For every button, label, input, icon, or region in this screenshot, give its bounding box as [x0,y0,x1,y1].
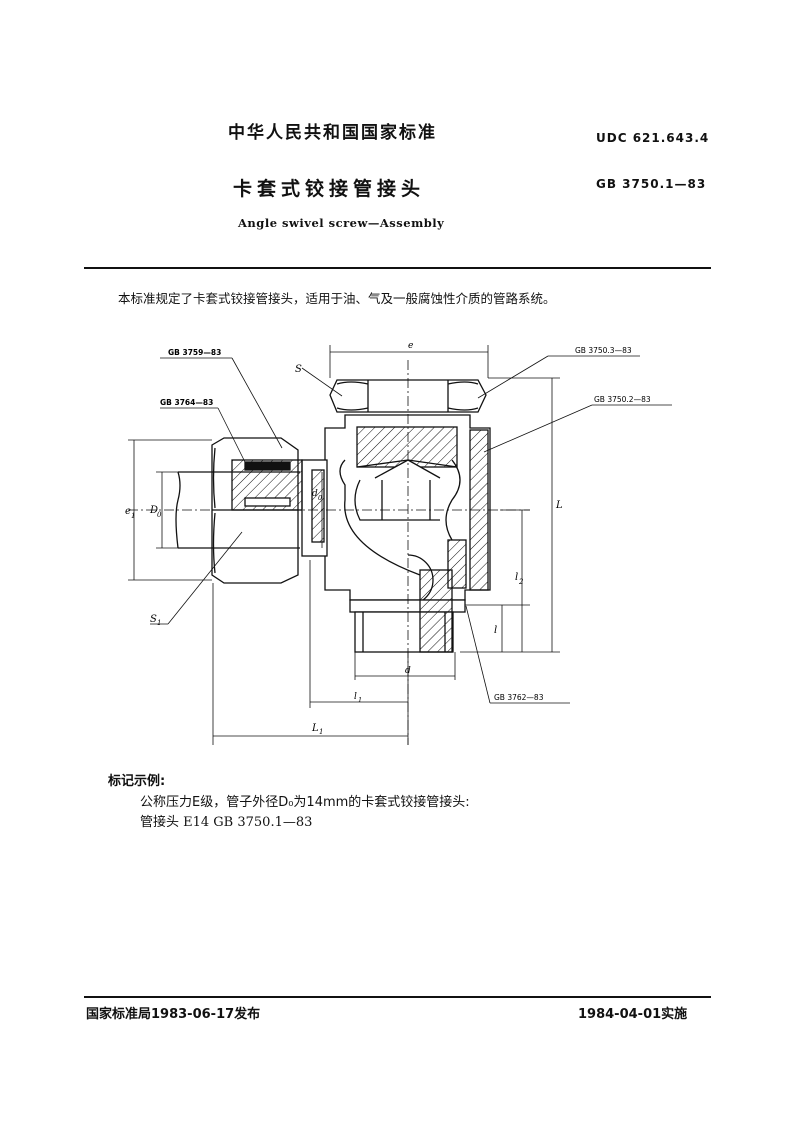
dim-d0-small-sub: 0 [318,494,322,502]
assembly-drawing: GB 3759—83 GB 3764—83 GB 3750.3—83 GB 37… [125,341,672,745]
dim-L1: L [311,723,319,734]
dim-s: S [295,364,302,375]
intro-paragraph: 本标准规定了卡套式铰接管接头，适用于油、气及一般腐蚀性介质的管路系统。 [118,291,556,306]
issue-date: 国家标准局1983-06-17发布 [86,1007,261,1022]
dim-l1-sub: 1 [358,696,362,704]
standard-title: 卡套式铰接管接头 [233,178,426,200]
dim-e: e [408,341,413,351]
dim-l2-sub: 2 [518,578,524,586]
dim-s1: S [150,614,157,625]
swivel-body [324,414,491,601]
dim-L1-sub: 1 [319,728,323,736]
ref-gb3764: GB 3764—83 [160,398,213,407]
dim-d0-small: d [312,489,318,499]
dim-l: l [494,625,497,636]
dim-d0-sub: 0 [157,511,162,519]
dim-l1: l [354,692,357,702]
dim-d: d [405,666,411,676]
example-marking: 管接头 E14 GB 3750.1—83 [140,815,313,830]
ref-gb3750-2: GB 3750.2—83 [594,395,651,404]
dim-L: L [555,500,563,511]
english-title: Angle swivel screw—Assembly [238,216,445,230]
udc-number: UDC 621.643.4 [596,131,710,145]
ref-gb3759: GB 3759—83 [168,348,221,357]
dim-s1-sub: 1 [157,619,161,627]
dim-e1-sub: 1 [131,512,135,520]
example-description: 公称压力E级，管子外径D₀为14mm的卡套式铰接管接头: [140,795,470,810]
standard-code: GB 3750.1—83 [596,177,707,191]
issuing-country-standard-heading: 中华人民共和国国家标准 [228,123,437,143]
ref-gb3750-3: GB 3750.3—83 [575,346,632,355]
dim-l2: l [515,572,518,583]
header-rule [84,267,711,269]
ref-gb3762: GB 3762—83 [494,693,544,702]
dim-d0: D [149,505,158,516]
footer-rule [84,996,711,998]
dim-e1: e [125,506,131,517]
effective-date: 1984-04-01实施 [578,1007,688,1022]
example-heading: 标记示例: [108,774,166,789]
